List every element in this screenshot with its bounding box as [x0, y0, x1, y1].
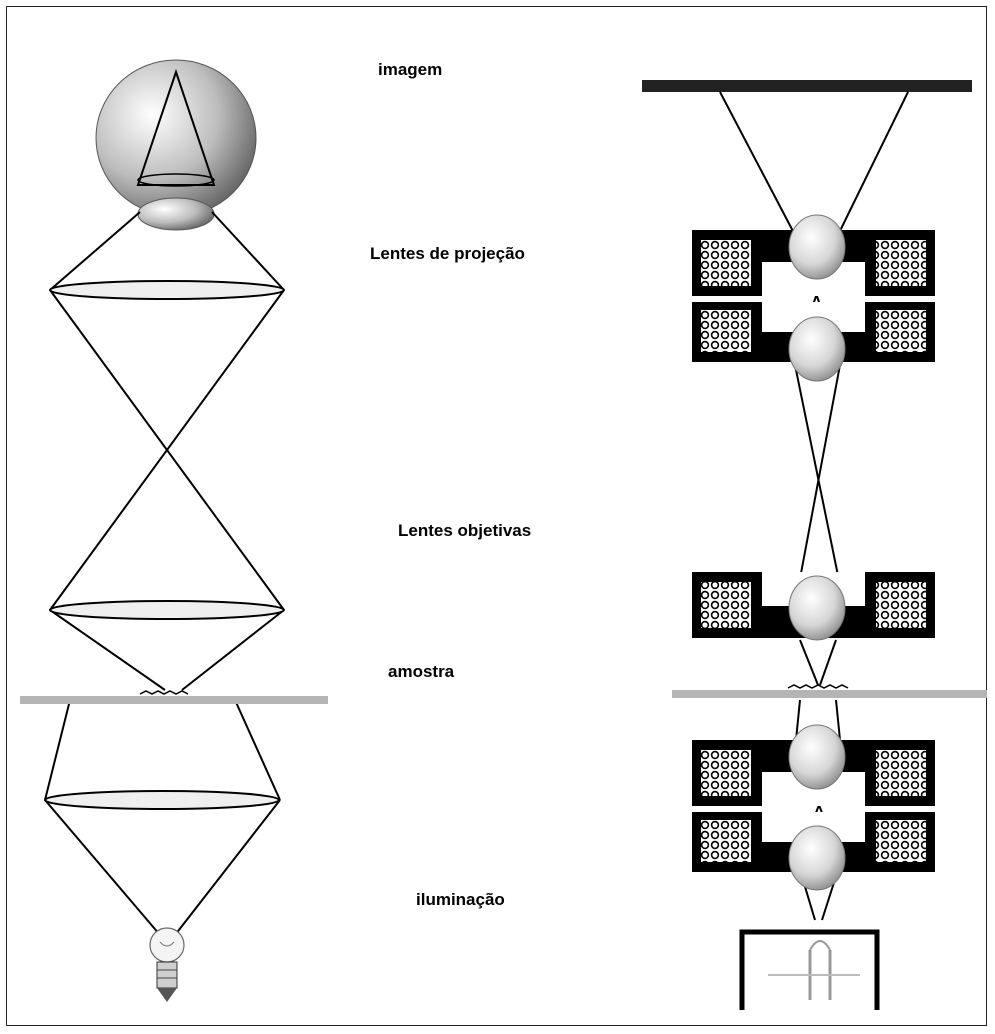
objective-lens-icon	[49, 600, 285, 620]
label-image: imagem	[378, 60, 443, 79]
objective-lens-icon-right	[788, 575, 846, 641]
label-sample: amostra	[388, 662, 455, 681]
condenser-lens-upper-icon	[788, 724, 846, 790]
light-rays	[44, 211, 285, 936]
image-screen	[642, 80, 972, 92]
specimen-mark	[139, 690, 189, 695]
condenser-lens-lower-icon	[788, 825, 846, 891]
condenser-lens-icon	[44, 790, 280, 810]
label-illumination: iluminação	[416, 890, 505, 909]
label-projection-lenses: Lentes de projeção	[370, 244, 525, 263]
light-bulb-icon	[149, 927, 185, 1002]
projection-lens-icon	[49, 280, 285, 300]
sample-plate	[20, 696, 328, 704]
light-microscope	[20, 59, 328, 1002]
eye-icon	[95, 59, 257, 231]
projection-lens-lower-icon	[788, 316, 846, 382]
specimen-mark-right	[787, 684, 849, 689]
projection-lens-upper-icon	[788, 214, 846, 280]
label-objective-lenses: Lentes objetivas	[398, 521, 532, 540]
electron-microscope	[642, 80, 987, 1010]
diagram-frame	[6, 6, 987, 1026]
sample-plate-right	[672, 690, 987, 698]
electron-gun-icon	[739, 929, 880, 1010]
